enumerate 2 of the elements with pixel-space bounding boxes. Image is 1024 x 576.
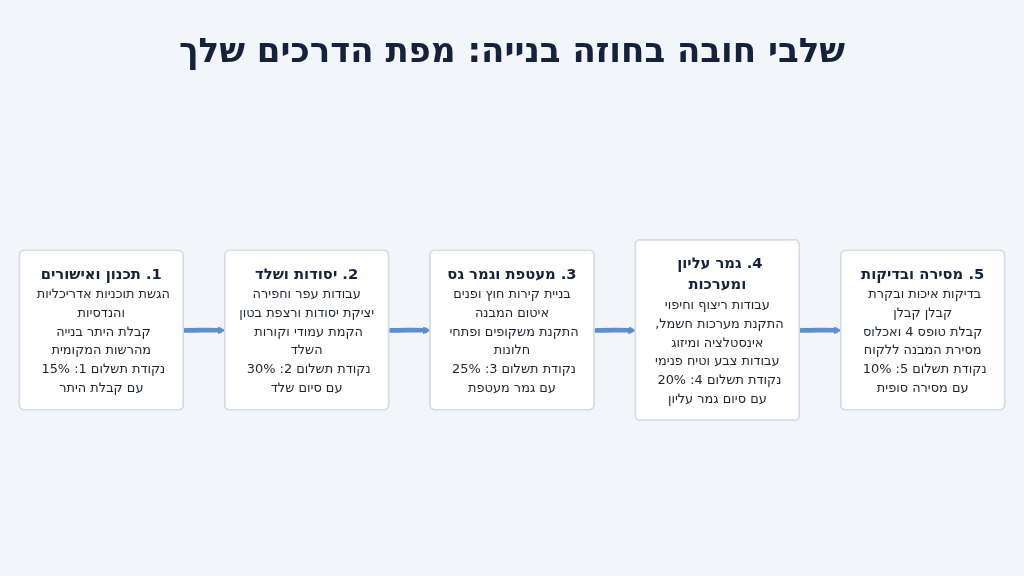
diagram-title: שלבי חובה בחוזה בנייה: מפת הדרכים שלך [178,30,845,70]
arrow [389,326,431,335]
